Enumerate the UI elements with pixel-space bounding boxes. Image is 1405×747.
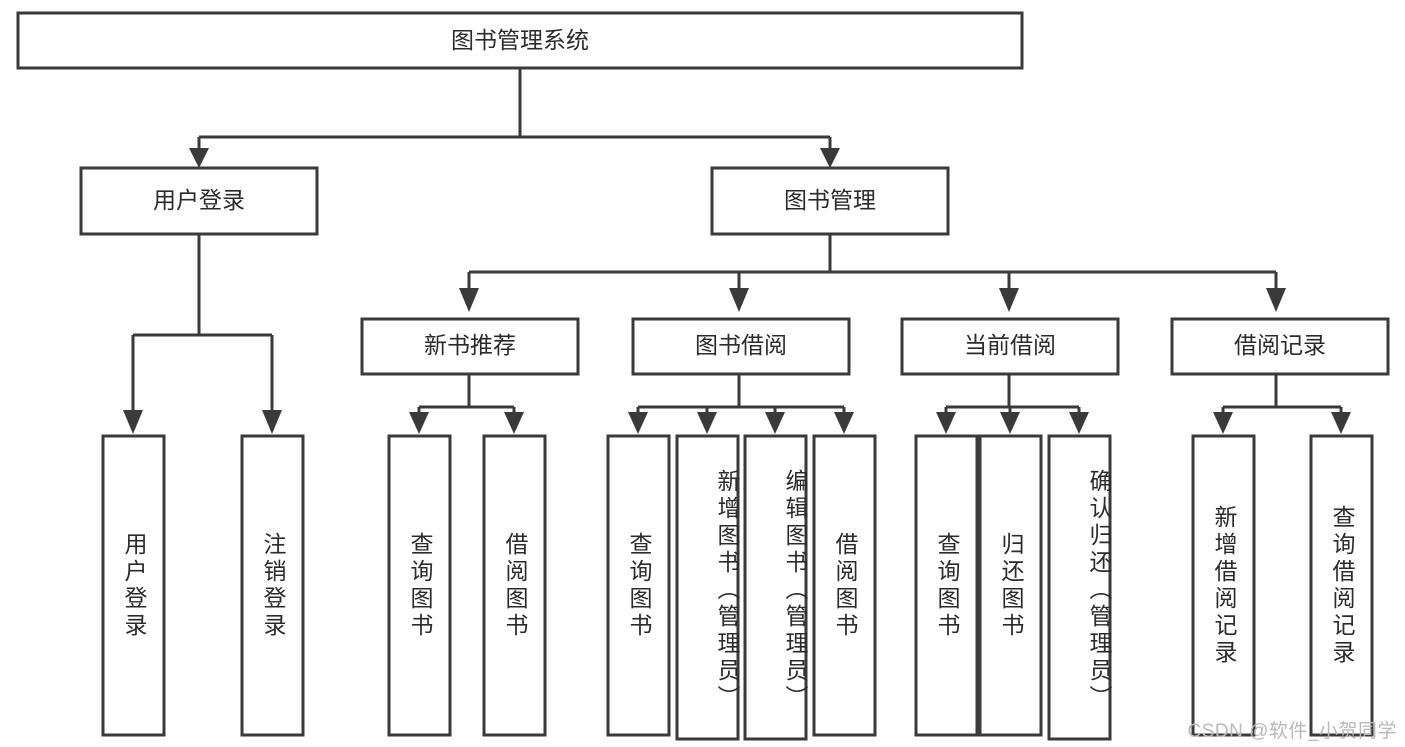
arrow-head-nbr-leaf-2 (504, 412, 524, 434)
node-leaf-logout-login-box[interactable] (240, 434, 305, 737)
node-leaf-query-books-1-box[interactable] (387, 434, 452, 737)
arrow-head-br-leaf-1 (1213, 412, 1233, 434)
node-book-management-box[interactable] (710, 166, 950, 236)
node-borrow-record[interactable]: 借阅记录 (1170, 317, 1390, 376)
arrow-head-borrow-record (1266, 288, 1286, 312)
arrow-head-cb-leaf-2 (1000, 412, 1020, 434)
arrow-head-current-borrow (999, 288, 1019, 312)
node-root-system-label: 图书管理系统 (451, 27, 589, 53)
node-root-system[interactable]: 图书管理系统 (16, 11, 1024, 70)
arrow-head-leaf-user-login (123, 410, 143, 434)
node-leaf-query-books-3-box[interactable] (914, 434, 979, 737)
arrow-head-cb-leaf-1 (936, 412, 956, 434)
node-leaf-edit-book-admin-box[interactable] (743, 434, 808, 741)
node-root-system-box[interactable] (16, 11, 1024, 70)
arrow-head-book-management (820, 148, 840, 168)
arrow-head-book-borrow (729, 288, 749, 312)
node-current-borrow-label: 当前借阅 (964, 332, 1056, 358)
node-book-management[interactable]: 图书管理 (710, 166, 950, 236)
node-book-borrow-box[interactable] (631, 317, 851, 376)
node-book-borrow-label: 图书借阅 (695, 332, 787, 358)
node-new-book-recommend-box[interactable] (360, 317, 580, 376)
node-book-borrow[interactable]: 图书借阅 (631, 317, 851, 376)
node-book-management-label: 图书管理 (784, 187, 876, 213)
arrow-head-leaf-logout-login (262, 410, 282, 434)
node-user-login[interactable]: 用户登录 (79, 166, 319, 236)
csdn-watermark: CSDN @软件_小贺同学 (1187, 721, 1397, 742)
node-leaf-query-books-2-box[interactable] (606, 434, 671, 737)
arrow-head-cb-leaf-3 (1069, 412, 1089, 434)
arrow-head-bb-leaf-4 (834, 412, 854, 434)
node-leaf-borrow-books-2-box[interactable] (812, 434, 877, 737)
node-user-login-box[interactable] (79, 166, 319, 236)
node-layer: 图书管理系统 用户登录 图书管理 新书推荐 图书借阅 (16, 11, 1390, 741)
node-current-borrow[interactable]: 当前借阅 (900, 317, 1120, 376)
node-leaf-add-borrow-record-box[interactable] (1191, 434, 1256, 737)
node-user-login-label: 用户登录 (153, 187, 245, 213)
node-borrow-record-box[interactable] (1170, 317, 1390, 376)
arrow-head-bb-leaf-2 (697, 412, 717, 434)
node-leaf-return-books-box[interactable] (978, 434, 1043, 737)
node-new-book-recommend-label: 新书推荐 (424, 332, 516, 358)
node-leaf-user-login-box[interactable] (101, 434, 166, 737)
node-leaf-add-book-admin-box[interactable] (675, 434, 740, 741)
arrow-head-nbr-leaf-1 (409, 412, 429, 434)
node-leaf-query-borrow-record-box[interactable] (1309, 434, 1374, 737)
arrow-head-br-leaf-2 (1331, 412, 1351, 434)
arrow-head-user-login (189, 148, 209, 168)
connector-layer (123, 68, 1351, 434)
node-new-book-recommend[interactable]: 新书推荐 (360, 317, 580, 376)
node-current-borrow-box[interactable] (900, 317, 1120, 376)
node-leaf-borrow-books-1-box[interactable] (482, 434, 547, 737)
node-borrow-record-label: 借阅记录 (1234, 332, 1326, 358)
arrow-head-new-book-recommend (459, 288, 479, 312)
arrow-head-bb-leaf-1 (628, 412, 648, 434)
node-leaf-confirm-return-admin-box[interactable] (1047, 434, 1112, 741)
arrow-head-bb-leaf-3 (765, 412, 785, 434)
